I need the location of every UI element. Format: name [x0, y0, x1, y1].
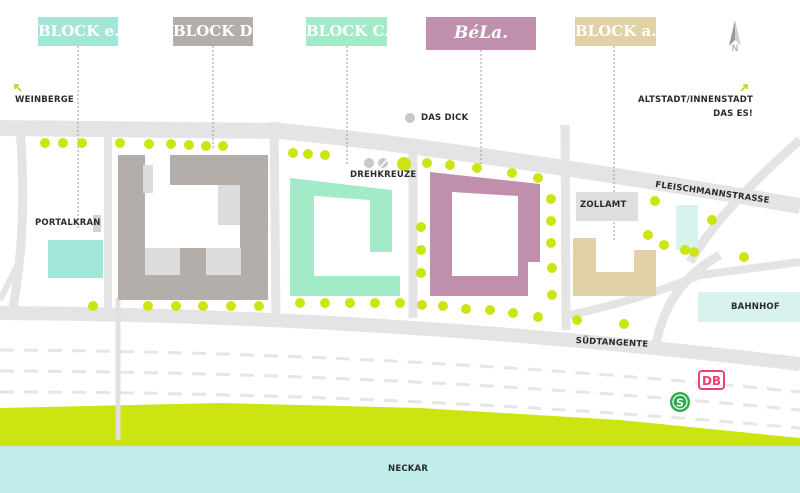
das-dick-label: DAS DICK — [421, 113, 469, 123]
das-es-label[interactable]: DAS ES! — [713, 109, 753, 119]
block-c-building[interactable] — [290, 178, 400, 296]
road-network — [0, 120, 800, 371]
zollamt-building[interactable] — [576, 192, 638, 221]
compass-n-label: N — [732, 44, 739, 54]
block-c-tag[interactable]: BLOCK C. — [306, 17, 389, 46]
altstadt-label[interactable]: ALTSTADT/INNENSTADT — [638, 95, 753, 105]
fleischmannstrasse-road — [0, 120, 800, 214]
neckar-river — [0, 446, 800, 493]
drehkreuze-label: DREHKREUZE — [350, 170, 417, 180]
zollamt-label: ZOLLAMT — [580, 200, 627, 210]
bahnhof-label: BAHNHOF — [731, 302, 780, 312]
block-a-building[interactable] — [573, 238, 656, 296]
suedtangente-road — [0, 306, 800, 371]
das-es-building[interactable] — [676, 205, 698, 250]
sbahn-logo-icon[interactable]: S — [670, 392, 690, 412]
block-a-tag[interactable]: BLOCK a. — [575, 17, 656, 46]
drehkreuze-marker[interactable] — [364, 155, 392, 171]
trees — [40, 138, 749, 329]
bela-tag[interactable]: BéLa. — [426, 17, 536, 50]
block-e-tag[interactable]: BLOCK e. — [38, 17, 119, 46]
sbahn-logo-text: S — [676, 397, 684, 410]
portalkran-marker — [93, 215, 101, 232]
weinberge-label[interactable]: WEINBERGE — [15, 95, 74, 105]
portalkran-label: PORTALKRAN — [35, 218, 101, 228]
db-logo-text: DB — [702, 374, 721, 388]
block-e-building[interactable] — [48, 240, 103, 278]
neckar-label: NECKAR — [388, 464, 429, 474]
north-arrow-icon — [729, 20, 741, 46]
arrow-northwest-icon — [14, 84, 22, 92]
block-d-building[interactable] — [118, 155, 268, 300]
riverbank-meadow — [0, 403, 800, 446]
bela-building[interactable] — [430, 172, 540, 296]
bahnhof-building[interactable] — [698, 292, 800, 322]
das-dick-marker[interactable] — [405, 113, 415, 123]
db-logo-icon[interactable]: DB — [698, 370, 725, 390]
block-d-tag[interactable]: BLOCK D. — [173, 17, 257, 46]
arrow-northeast-icon — [740, 84, 748, 92]
